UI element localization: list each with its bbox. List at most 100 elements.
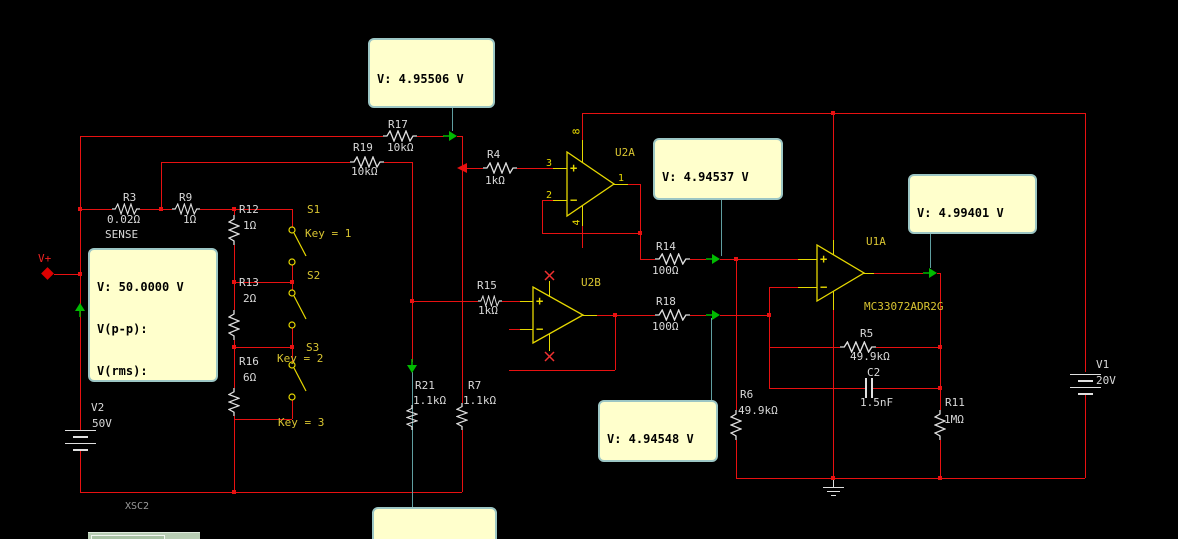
wire[interactable]: [937, 273, 940, 274]
resistor-r9[interactable]: [172, 203, 200, 215]
probe-readout-top[interactable]: V: 4.95506 V V(dc): 4.96 V I: 4.50449 mA…: [368, 38, 495, 108]
wire-ground-rail-right[interactable]: [736, 478, 1085, 479]
resistor-r13[interactable]: [228, 310, 240, 340]
wire[interactable]: [1085, 394, 1086, 478]
wire[interactable]: [462, 168, 483, 169]
probe-readout-bottom[interactable]: V: 4.94516 V V(dc): 4.95 V: [372, 507, 497, 539]
wire[interactable]: [940, 440, 941, 478]
oscilloscope-window-fragment[interactable]: [88, 532, 200, 539]
wire[interactable]: [462, 430, 463, 492]
wire[interactable]: [628, 184, 640, 185]
ground-symbol[interactable]: [833, 478, 834, 487]
battery-v1[interactable]: [1070, 374, 1101, 375]
probe-arrow[interactable]: [706, 253, 720, 265]
resistor-r16[interactable]: [228, 388, 240, 416]
battery-v2[interactable]: [65, 443, 96, 444]
resistor-r14[interactable]: [655, 253, 690, 265]
wire[interactable]: [292, 265, 293, 290]
wire[interactable]: [509, 370, 615, 371]
wire[interactable]: [200, 209, 292, 210]
resistor-r7[interactable]: [456, 403, 468, 430]
resistor-r11[interactable]: [934, 410, 946, 440]
probe-readout-u2b[interactable]: V: 4.94548 V V(dc): 4.95 V I: -1.07464 u…: [598, 400, 718, 462]
battery-v1[interactable]: [1070, 387, 1101, 388]
wire[interactable]: [640, 184, 641, 259]
wire[interactable]: [417, 136, 444, 137]
wire[interactable]: [234, 416, 235, 492]
wire-ground-rail-left[interactable]: [80, 492, 462, 493]
wire[interactable]: [292, 209, 293, 227]
wire[interactable]: [234, 419, 292, 420]
battery-v1[interactable]: [1078, 393, 1093, 395]
wire[interactable]: [736, 440, 737, 478]
wire[interactable]: [873, 388, 940, 389]
probe-arrow[interactable]: [706, 309, 720, 321]
wire[interactable]: [234, 347, 292, 348]
wire[interactable]: [462, 136, 463, 403]
wire[interactable]: [640, 259, 655, 260]
opamp-u1a[interactable]: [816, 244, 866, 303]
probe-readout-u2a[interactable]: V: 4.94537 V V(dc): 4.95 V I: 99.0034 uA…: [653, 138, 783, 200]
wire[interactable]: [509, 329, 520, 330]
wire[interactable]: [412, 162, 413, 362]
wire[interactable]: [833, 113, 834, 240]
wire[interactable]: [542, 200, 543, 233]
wire[interactable]: [517, 168, 553, 169]
resistor-r21[interactable]: [406, 405, 418, 430]
wire[interactable]: [292, 400, 293, 419]
wire[interactable]: [690, 259, 706, 260]
wire[interactable]: [769, 347, 840, 348]
vplus-probe-icon[interactable]: [41, 267, 54, 280]
wire[interactable]: [769, 287, 770, 388]
resistor-r6[interactable]: [730, 410, 742, 440]
wire[interactable]: [234, 282, 292, 283]
wire[interactable]: [80, 209, 112, 210]
opamp-u2b[interactable]: [532, 286, 585, 345]
wire[interactable]: [874, 273, 923, 274]
switch-s2[interactable]: [288, 289, 310, 329]
wire[interactable]: [54, 274, 80, 275]
wire[interactable]: [833, 310, 834, 478]
resistor-r3[interactable]: [112, 203, 140, 215]
wire[interactable]: [80, 450, 81, 492]
wire[interactable]: [615, 315, 616, 370]
wire[interactable]: [940, 273, 941, 410]
wire[interactable]: [234, 340, 235, 388]
wire[interactable]: [384, 162, 412, 163]
wire[interactable]: [161, 162, 350, 163]
wire[interactable]: [542, 200, 553, 201]
wire[interactable]: [80, 136, 383, 137]
probe-arrow[interactable]: [443, 130, 457, 142]
resistor-r18[interactable]: [655, 309, 690, 321]
wire[interactable]: [412, 301, 478, 302]
wire[interactable]: [161, 162, 162, 209]
resistor-r19[interactable]: [350, 156, 384, 168]
wire[interactable]: [502, 301, 520, 302]
battery-v2[interactable]: [73, 449, 88, 451]
probe-arrow[interactable]: [923, 267, 937, 279]
wire[interactable]: [769, 287, 798, 288]
wire[interactable]: [234, 209, 235, 215]
wire[interactable]: [597, 315, 655, 316]
resistor-r15[interactable]: [478, 295, 502, 307]
probe-readout-u1a[interactable]: V: 4.99401 V V(dc): 4.99 V I: 5.96659 uA…: [908, 174, 1037, 234]
wire[interactable]: [1085, 113, 1086, 372]
wire[interactable]: [582, 113, 583, 140]
wire[interactable]: [720, 315, 769, 316]
resistor-r12[interactable]: [228, 215, 240, 245]
wire[interactable]: [234, 245, 235, 310]
wire[interactable]: [542, 233, 640, 234]
capacitor-c2[interactable]: [865, 378, 867, 398]
probe-arrow[interactable]: [74, 303, 86, 317]
wire[interactable]: [80, 136, 81, 430]
wire[interactable]: [720, 259, 798, 260]
resistor-r5[interactable]: [840, 341, 876, 353]
battery-v2[interactable]: [65, 430, 96, 431]
switch-s3[interactable]: [288, 361, 310, 401]
probe-readout-source[interactable]: V: 50.0000 V V(p-p): V(rms): V(dc): I: 4…: [88, 248, 218, 382]
battery-v1[interactable]: [1078, 380, 1093, 382]
opamp-u2a[interactable]: [566, 151, 616, 218]
wire[interactable]: [140, 209, 172, 210]
capacitor-c2[interactable]: [871, 378, 873, 398]
